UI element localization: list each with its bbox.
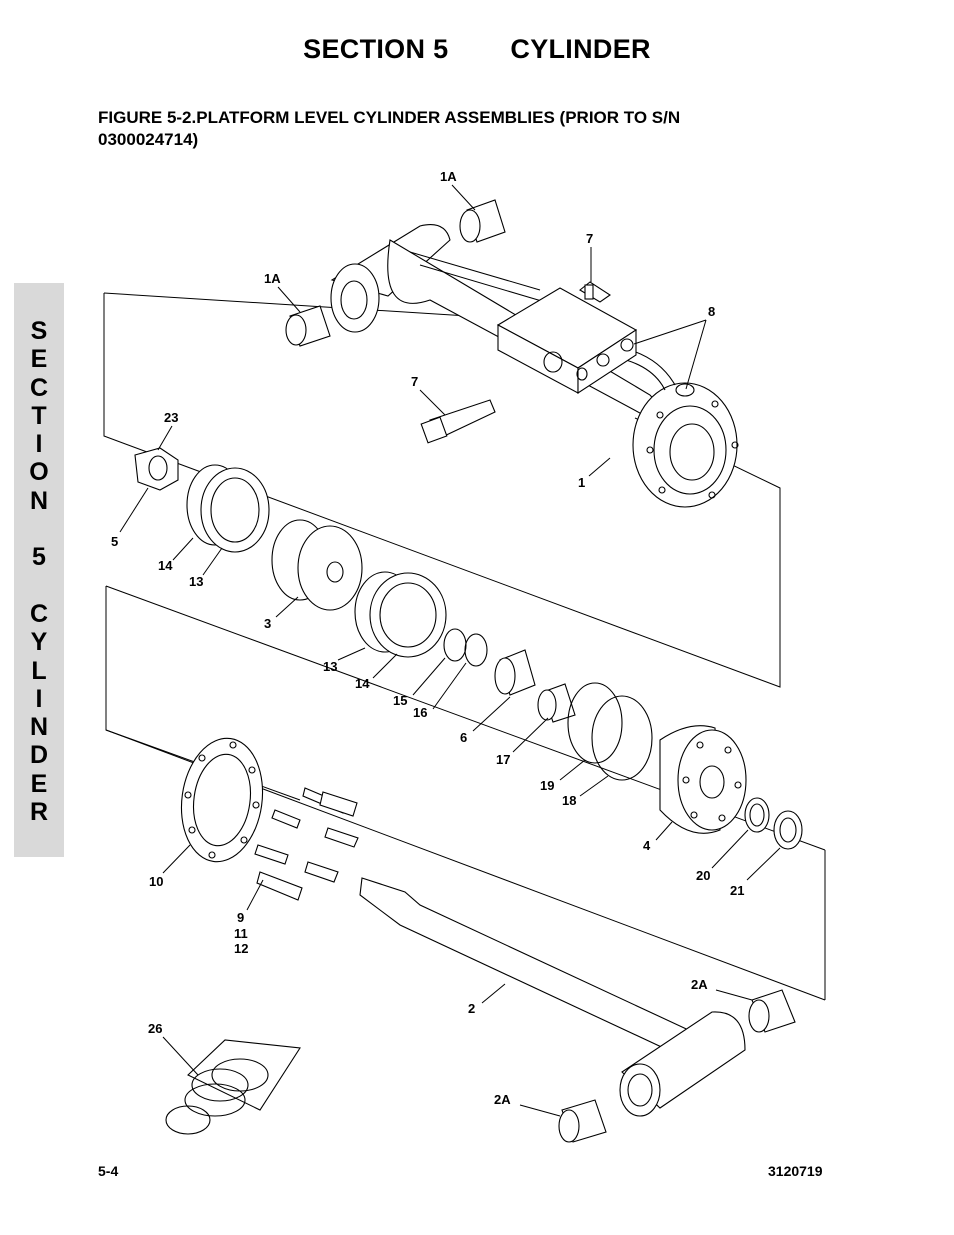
callout-label: 23 bbox=[164, 410, 178, 425]
section-title: SECTION 5 CYLINDER bbox=[0, 34, 954, 65]
piston-rod-part bbox=[359, 877, 746, 1117]
callout-label: 7 bbox=[411, 374, 418, 389]
callout-label: 1A bbox=[264, 271, 281, 286]
callout-label: 12 bbox=[234, 941, 248, 956]
figure-title: FIGURE 5-2.PLATFORM LEVEL CYLINDER ASSEM… bbox=[98, 108, 681, 149]
page-number: 5-4 bbox=[98, 1163, 119, 1179]
bolt-set-part bbox=[254, 787, 359, 901]
locknut-part bbox=[134, 447, 179, 491]
callout-label: 10 bbox=[149, 874, 163, 889]
side-tab-letter: L bbox=[31, 656, 47, 685]
callout-label: 11 bbox=[234, 926, 248, 941]
side-tab-letter: E bbox=[30, 769, 48, 798]
side-tab-letter: N bbox=[29, 486, 49, 515]
o-ring-small-part bbox=[443, 628, 488, 667]
callout-label: 6 bbox=[460, 730, 467, 745]
bushing-2a-upper bbox=[748, 989, 796, 1033]
callout-label: 14 bbox=[355, 676, 370, 691]
side-tab-letter: D bbox=[29, 741, 49, 770]
bushing-2a-lower bbox=[558, 1099, 607, 1143]
bushing-1a-upper bbox=[459, 199, 506, 243]
side-tab-letter: O bbox=[29, 458, 49, 487]
valve-block-part bbox=[496, 281, 638, 395]
callout-label: 13 bbox=[189, 574, 203, 589]
callout-label: 16 bbox=[413, 705, 427, 720]
side-tab-letter: E bbox=[30, 345, 48, 374]
callout-label: 15 bbox=[393, 693, 407, 708]
side-tab-letter: C bbox=[29, 599, 49, 628]
side-tab-letter: T bbox=[31, 401, 47, 430]
callout-label: 20 bbox=[696, 868, 710, 883]
side-tab-letter: C bbox=[29, 373, 49, 402]
callout-label: 9 bbox=[237, 910, 244, 925]
callout-label: 7 bbox=[586, 231, 593, 246]
side-tab-letter: Y bbox=[30, 628, 48, 657]
side-tab-letter: 5 bbox=[32, 543, 46, 572]
seal-kit-part bbox=[165, 1039, 301, 1135]
side-tab-letter: R bbox=[29, 798, 49, 827]
callout-label: 1A bbox=[440, 169, 457, 184]
callout-label: 26 bbox=[148, 1021, 162, 1036]
piston-part bbox=[271, 519, 363, 611]
leader-lines bbox=[119, 184, 781, 1117]
callout-label: 2A bbox=[494, 1092, 511, 1107]
callout-label: 14 bbox=[158, 558, 173, 573]
callout-label: 13 bbox=[323, 659, 337, 674]
side-tab-letter: I bbox=[35, 684, 43, 713]
fitting-part bbox=[420, 399, 496, 444]
gasket-plate-part bbox=[180, 737, 264, 863]
callout-label: 4 bbox=[643, 838, 651, 853]
o-ring-large-part bbox=[567, 682, 653, 781]
side-tab-letter: N bbox=[29, 713, 49, 742]
callout-label: 2 bbox=[468, 1001, 475, 1016]
callout-label: 17 bbox=[496, 752, 510, 767]
callout-label: 2A bbox=[691, 977, 708, 992]
seal-ring-part-lower bbox=[354, 571, 447, 658]
wear-ring-part bbox=[494, 649, 576, 723]
callout-label: 3 bbox=[264, 616, 271, 631]
callout-label: 21 bbox=[730, 883, 744, 898]
bushing-1a-left bbox=[285, 305, 331, 347]
wiper-seal-part bbox=[744, 797, 803, 850]
document-number: 3120719 bbox=[768, 1163, 823, 1179]
seal-ring-part bbox=[186, 464, 270, 553]
section-label: SECTION 5 bbox=[303, 34, 449, 64]
side-tab-letter: S bbox=[30, 317, 48, 345]
callout-label: 5 bbox=[111, 534, 118, 549]
callout-label: 1 bbox=[578, 475, 585, 490]
section-name: CYLINDER bbox=[510, 34, 651, 64]
callout-label: 8 bbox=[708, 304, 715, 319]
callout-label: 19 bbox=[540, 778, 554, 793]
side-tab-letter: I bbox=[35, 430, 43, 459]
cylinder-head-part bbox=[659, 725, 747, 834]
callout-label: 18 bbox=[562, 793, 576, 808]
